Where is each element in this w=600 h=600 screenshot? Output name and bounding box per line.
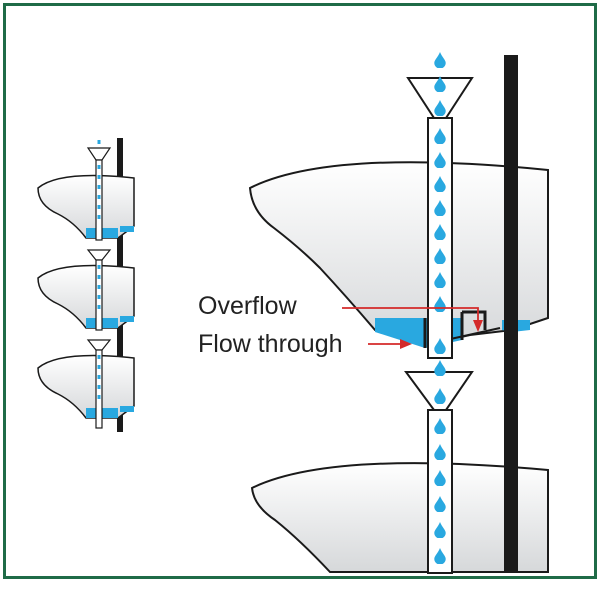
upper-planter — [248, 161, 549, 348]
lower-funnel-tube — [404, 371, 474, 574]
small-planter-3 — [37, 354, 135, 419]
overflow-label: Overflow — [198, 292, 298, 320]
small-planter-1 — [37, 174, 135, 239]
small-planter-2 — [37, 264, 135, 329]
support-pole-icon — [504, 55, 518, 573]
small-stack — [37, 138, 135, 432]
small-water-drops — [97, 140, 101, 399]
large-detail: Overflow Flow through — [198, 52, 549, 574]
flow-through-arrow — [368, 339, 412, 349]
lower-planter — [250, 462, 549, 573]
overflow-arrow — [342, 307, 483, 332]
flow-through-label: Flow through — [198, 330, 343, 358]
